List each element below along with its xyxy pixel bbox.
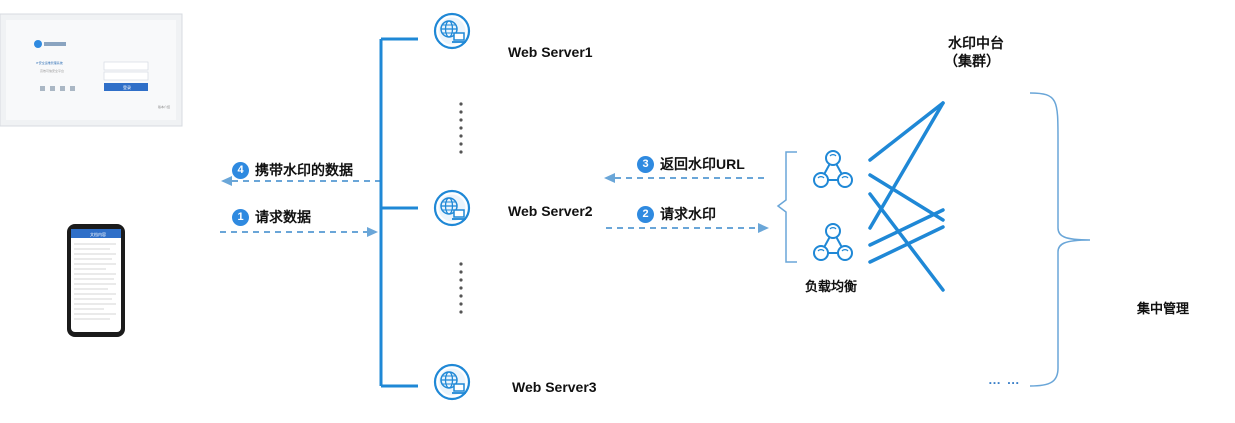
login-password-field[interactable] <box>103 71 149 81</box>
step-3-badge: 3 <box>637 155 654 173</box>
phone-thumbnail: 文档内容 <box>67 224 125 337</box>
server-cluster-bracket <box>379 37 418 388</box>
management-label: 集中管理 <box>1137 301 1190 316</box>
step-1-text: 请求数据 <box>255 209 311 225</box>
web-server2-icon <box>433 189 471 227</box>
arrow-request-data <box>220 227 378 237</box>
watermark-platform-title: 水印中台 <box>948 35 1004 51</box>
cluster-connection-lines <box>868 101 945 292</box>
phone-header: 文档内容 <box>90 231 106 237</box>
step-3-text: 返回水印URL <box>660 156 745 172</box>
step-4-badge: 4 <box>232 161 249 179</box>
phone-document-lines <box>74 243 116 320</box>
login-username-field[interactable] <box>103 61 149 71</box>
login-logo-icon <box>34 40 66 48</box>
login-screenshot-thumbnail: IT安全运维管理系统 高效可信安全平台 登录 版本介绍 <box>0 13 183 127</box>
login-button-label: 登录 <box>123 84 131 90</box>
web-server1-label: Web Server1 <box>508 44 593 60</box>
web-server1-icon <box>433 12 471 50</box>
cluster-ellipsis: … … <box>988 372 1021 387</box>
web-server3-icon <box>433 363 471 401</box>
load-balancer-label: 负载均衡 <box>805 279 858 294</box>
step-4-label: 4 携带水印的数据 <box>232 160 353 180</box>
arrow-request-watermark <box>606 223 769 233</box>
step-2-label: 2 请求水印 <box>637 204 716 224</box>
step-2-badge: 2 <box>637 205 654 223</box>
arrow-return-watermark-url <box>604 173 768 183</box>
server-continuation-dots-upper <box>459 102 463 154</box>
step-4-text: 携带水印的数据 <box>255 162 353 178</box>
web-server3-label: Web Server3 <box>512 379 597 395</box>
step-3-label: 3 返回水印URL <box>637 154 745 174</box>
login-title: IT安全运维管理系统 <box>36 60 63 65</box>
step-1-label: 1 请求数据 <box>232 207 311 227</box>
server-continuation-dots-lower <box>459 262 463 314</box>
load-balancer-node-2-icon <box>813 223 853 261</box>
login-subtitle: 高效可信安全平台 <box>40 68 64 73</box>
arrow-return-watermarked-data <box>221 176 380 186</box>
load-balancer-node-1-icon <box>813 150 853 188</box>
web-server2-label: Web Server2 <box>508 203 593 219</box>
step-2-text: 请求水印 <box>660 206 716 222</box>
watermark-platform-subtitle: （集群） <box>944 53 1000 69</box>
management-brace <box>1029 92 1091 387</box>
step-1-badge: 1 <box>232 208 249 226</box>
login-feature-icons <box>40 86 75 91</box>
load-balancer-bracket <box>776 151 797 263</box>
login-button[interactable] <box>104 83 148 91</box>
login-footer: 版本介绍 <box>158 104 170 109</box>
